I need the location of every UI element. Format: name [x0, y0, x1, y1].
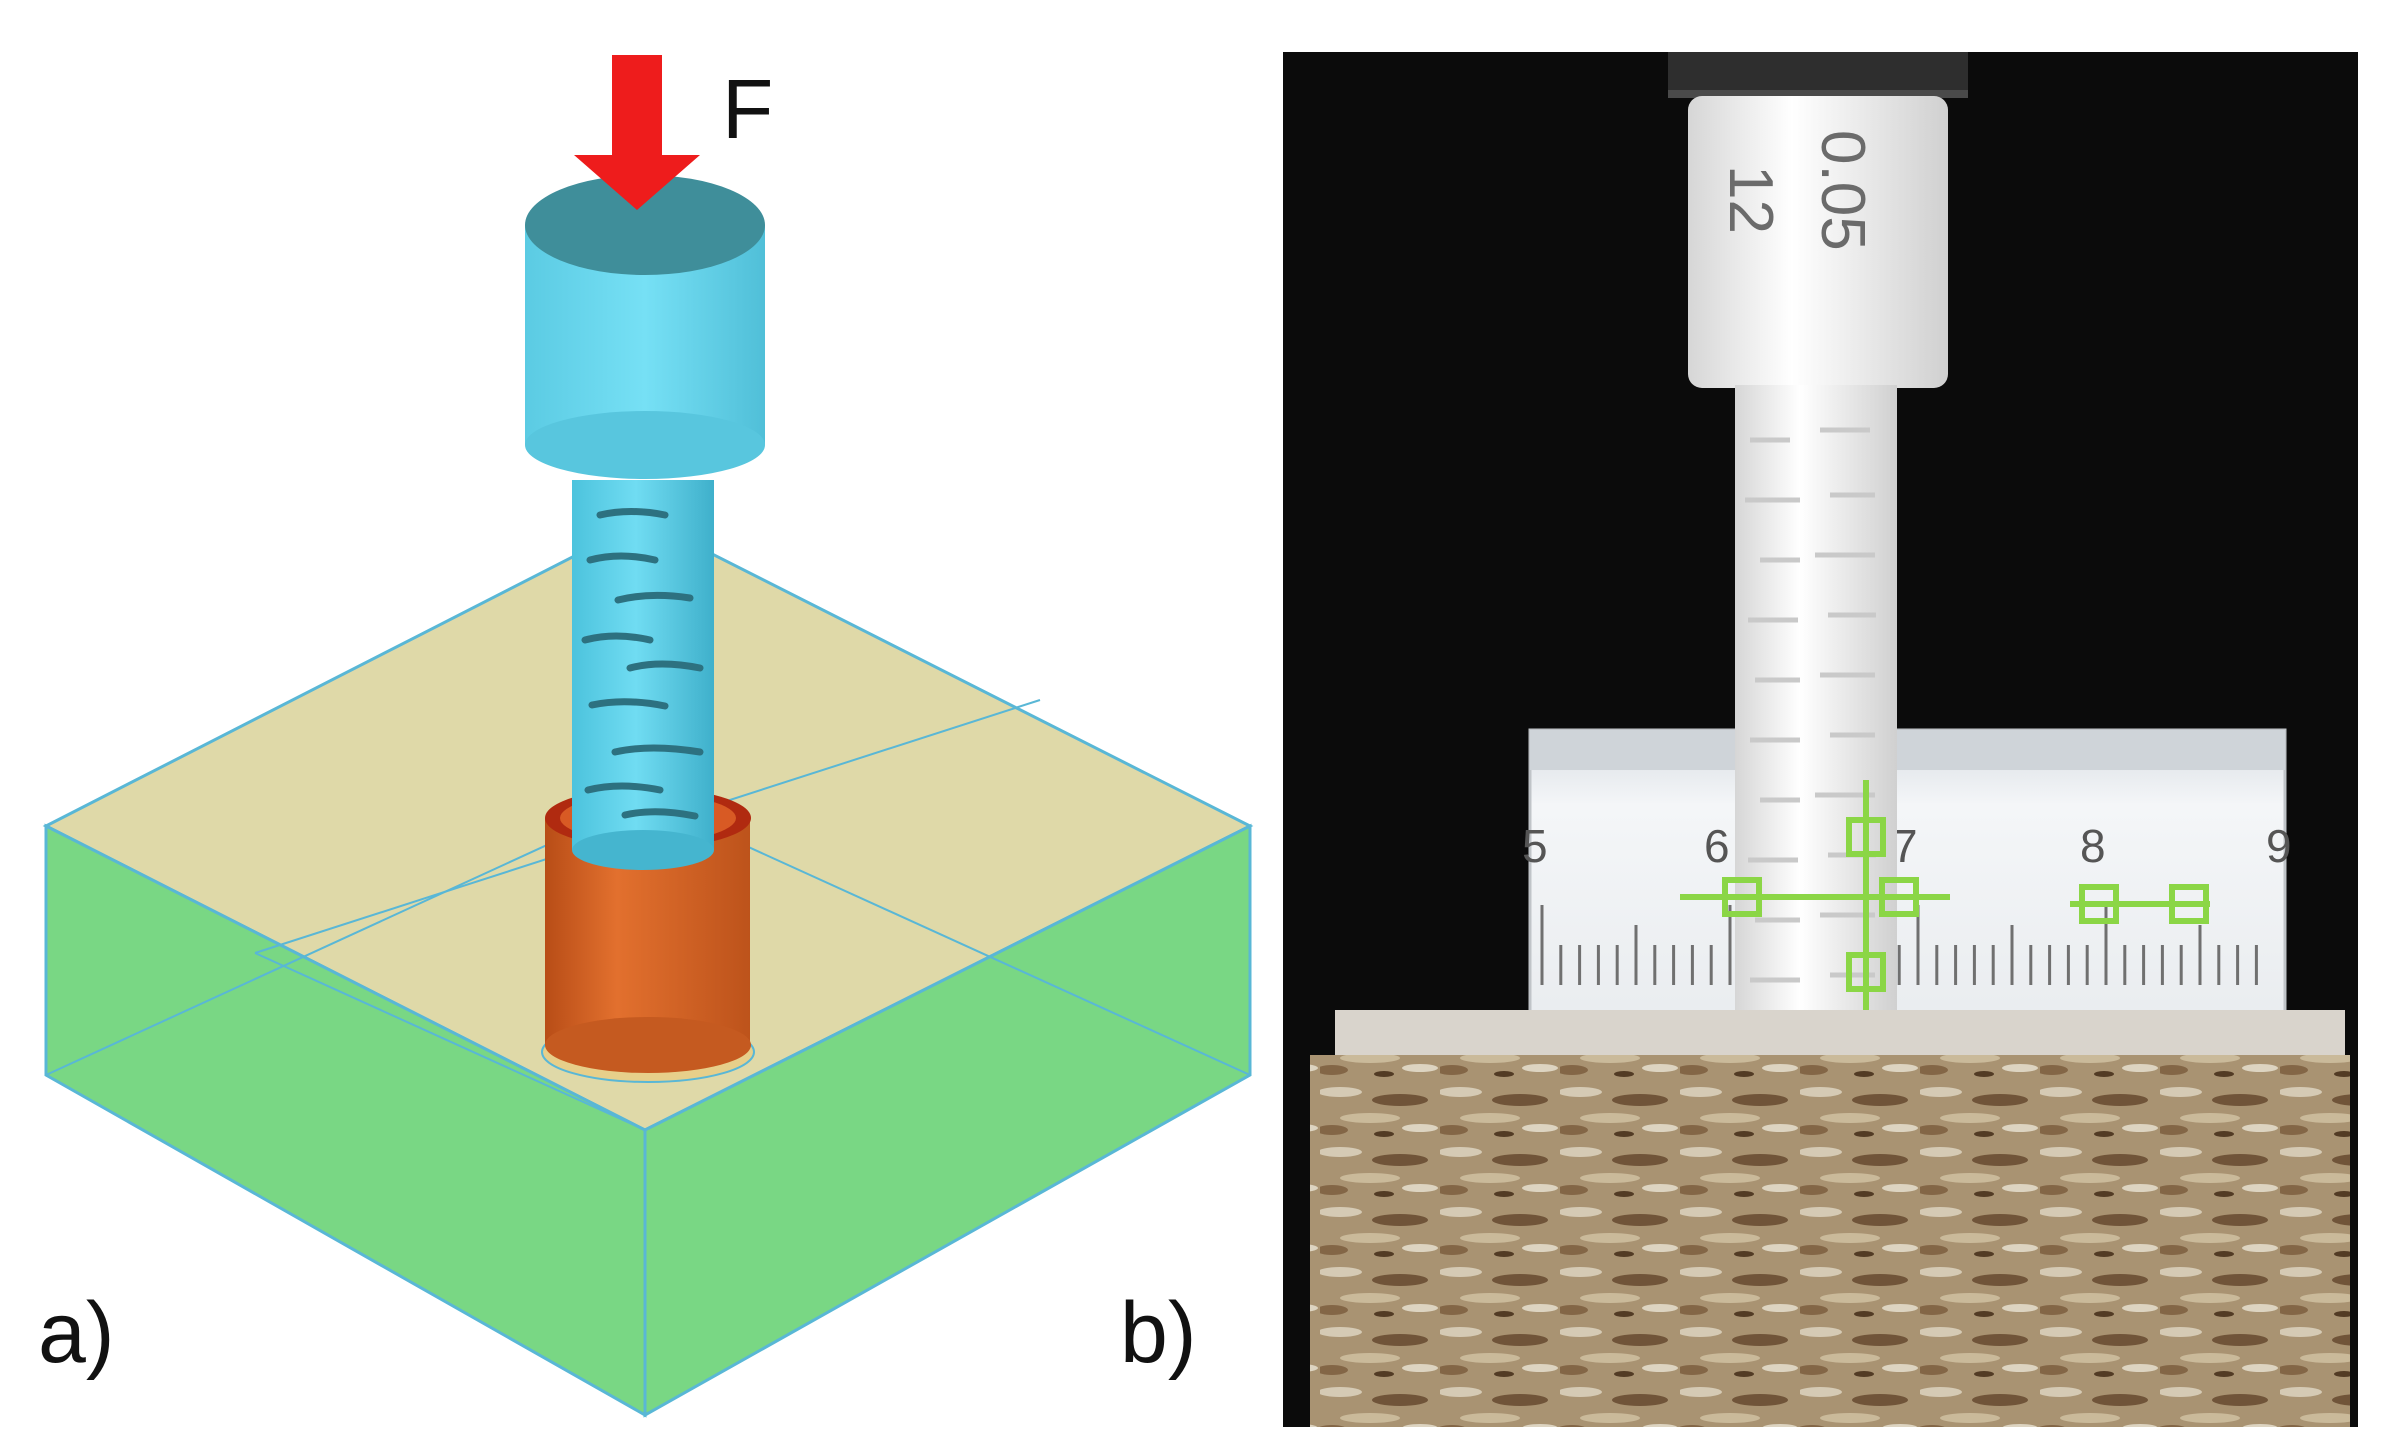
arrow-icon	[574, 55, 700, 210]
particle-board	[1310, 1055, 2350, 1427]
panel-a-diagram: F a) b)	[38, 55, 1254, 1418]
tracking-markers	[1680, 780, 2210, 1020]
marker-square	[1879, 877, 1919, 917]
marker-square	[1846, 817, 1886, 857]
particle-board-shade	[1310, 1055, 2350, 1427]
panel-label-a: a)	[38, 1285, 114, 1381]
ruler-number-8: 8	[2080, 820, 2106, 872]
marker-square	[2169, 884, 2209, 924]
force-arrow: F	[574, 55, 773, 210]
marker-square	[1722, 877, 1762, 917]
shaft-grooves	[581, 508, 704, 820]
ruler-top-strip	[1530, 730, 2285, 770]
specimen-label-1: 0.05	[1808, 130, 1877, 251]
cap-bottom	[525, 411, 765, 479]
indenter-shaft	[572, 480, 714, 870]
ruler-number-9: 9	[2266, 820, 2292, 872]
steel-plate	[1335, 1010, 2345, 1058]
panel-label-b: b)	[1120, 1285, 1196, 1381]
ruler-number-5: 5	[1522, 820, 1548, 872]
marker-square	[1846, 952, 1886, 992]
specimen-label-2: 12	[1716, 165, 1785, 234]
ruler-number-6: 6	[1704, 820, 1730, 872]
machine-clamp	[1668, 52, 1968, 96]
shaft-bottom	[572, 830, 714, 870]
block-hidden-edge	[254, 952, 646, 1131]
panel-b-photo: 0.05 12 5 6 7 8 9	[1283, 52, 2358, 1427]
force-label: F	[722, 62, 773, 156]
machine-clamp-edge	[1668, 90, 1968, 98]
specimen-shaft	[1735, 385, 1897, 1050]
sleeve-bottom	[545, 1017, 751, 1073]
indenter-cap	[525, 175, 765, 479]
cap-top-face	[525, 175, 765, 275]
marker-square	[2079, 884, 2119, 924]
specimen-head	[1688, 96, 1948, 388]
